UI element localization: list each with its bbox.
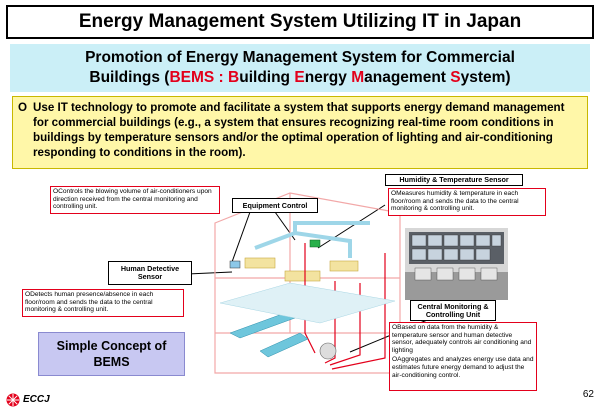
note-humidity-temperature: OMeasures humidity & temperature in each…	[388, 188, 546, 216]
building-outline	[214, 192, 401, 374]
label-central-monitoring: Central Monitoring & Controlling Unit	[410, 300, 496, 321]
sensor-monitor-icon	[229, 260, 241, 269]
page-number: 62	[582, 389, 594, 400]
building-diagram	[214, 192, 401, 374]
subtitle-banner: Promotion of Energy Management System fo…	[10, 44, 590, 92]
label-humidity-temperature-sensor: Humidity & Temperature Sensor	[385, 174, 523, 186]
subtitle-line-1: Promotion of Energy Management System fo…	[85, 49, 515, 66]
floor-planes	[219, 282, 396, 324]
ceiling-units	[244, 257, 359, 282]
page-title-text: Energy Management System Utilizing IT in…	[78, 11, 522, 32]
central-unit-icon	[319, 342, 337, 360]
description-box: O Use IT technology to promote and facil…	[12, 96, 588, 169]
description-text: Use IT technology to promote and facilit…	[33, 101, 565, 159]
equipment-unit-icon	[309, 239, 321, 248]
note-human-detective: ODetects human presence/absence in each …	[22, 289, 184, 317]
bems-acronym: BEMS : Building Energy Management System	[169, 69, 506, 86]
simple-concept-box: Simple Concept of BEMS	[38, 332, 185, 376]
eccj-logo-text: ECCJ	[23, 394, 50, 405]
subtitle-line-2: Buildings (BEMS : Building Energy Manage…	[89, 69, 511, 86]
label-human-detective-sensor: Human Detective Sensor	[108, 261, 192, 285]
control-room-photo	[405, 228, 508, 300]
label-equipment-control: Equipment Control	[232, 198, 318, 213]
page-title: Energy Management System Utilizing IT in…	[6, 5, 594, 39]
eccj-logo-icon	[6, 393, 20, 407]
note-equipment-control: OControls the blowing volume of air-cond…	[50, 186, 220, 214]
eccj-logo: ECCJ	[6, 390, 54, 412]
note-central-monitoring: OBased on data from the humidity & tempe…	[389, 322, 537, 391]
description-bullet: O	[18, 101, 28, 114]
stairs	[229, 312, 309, 358]
